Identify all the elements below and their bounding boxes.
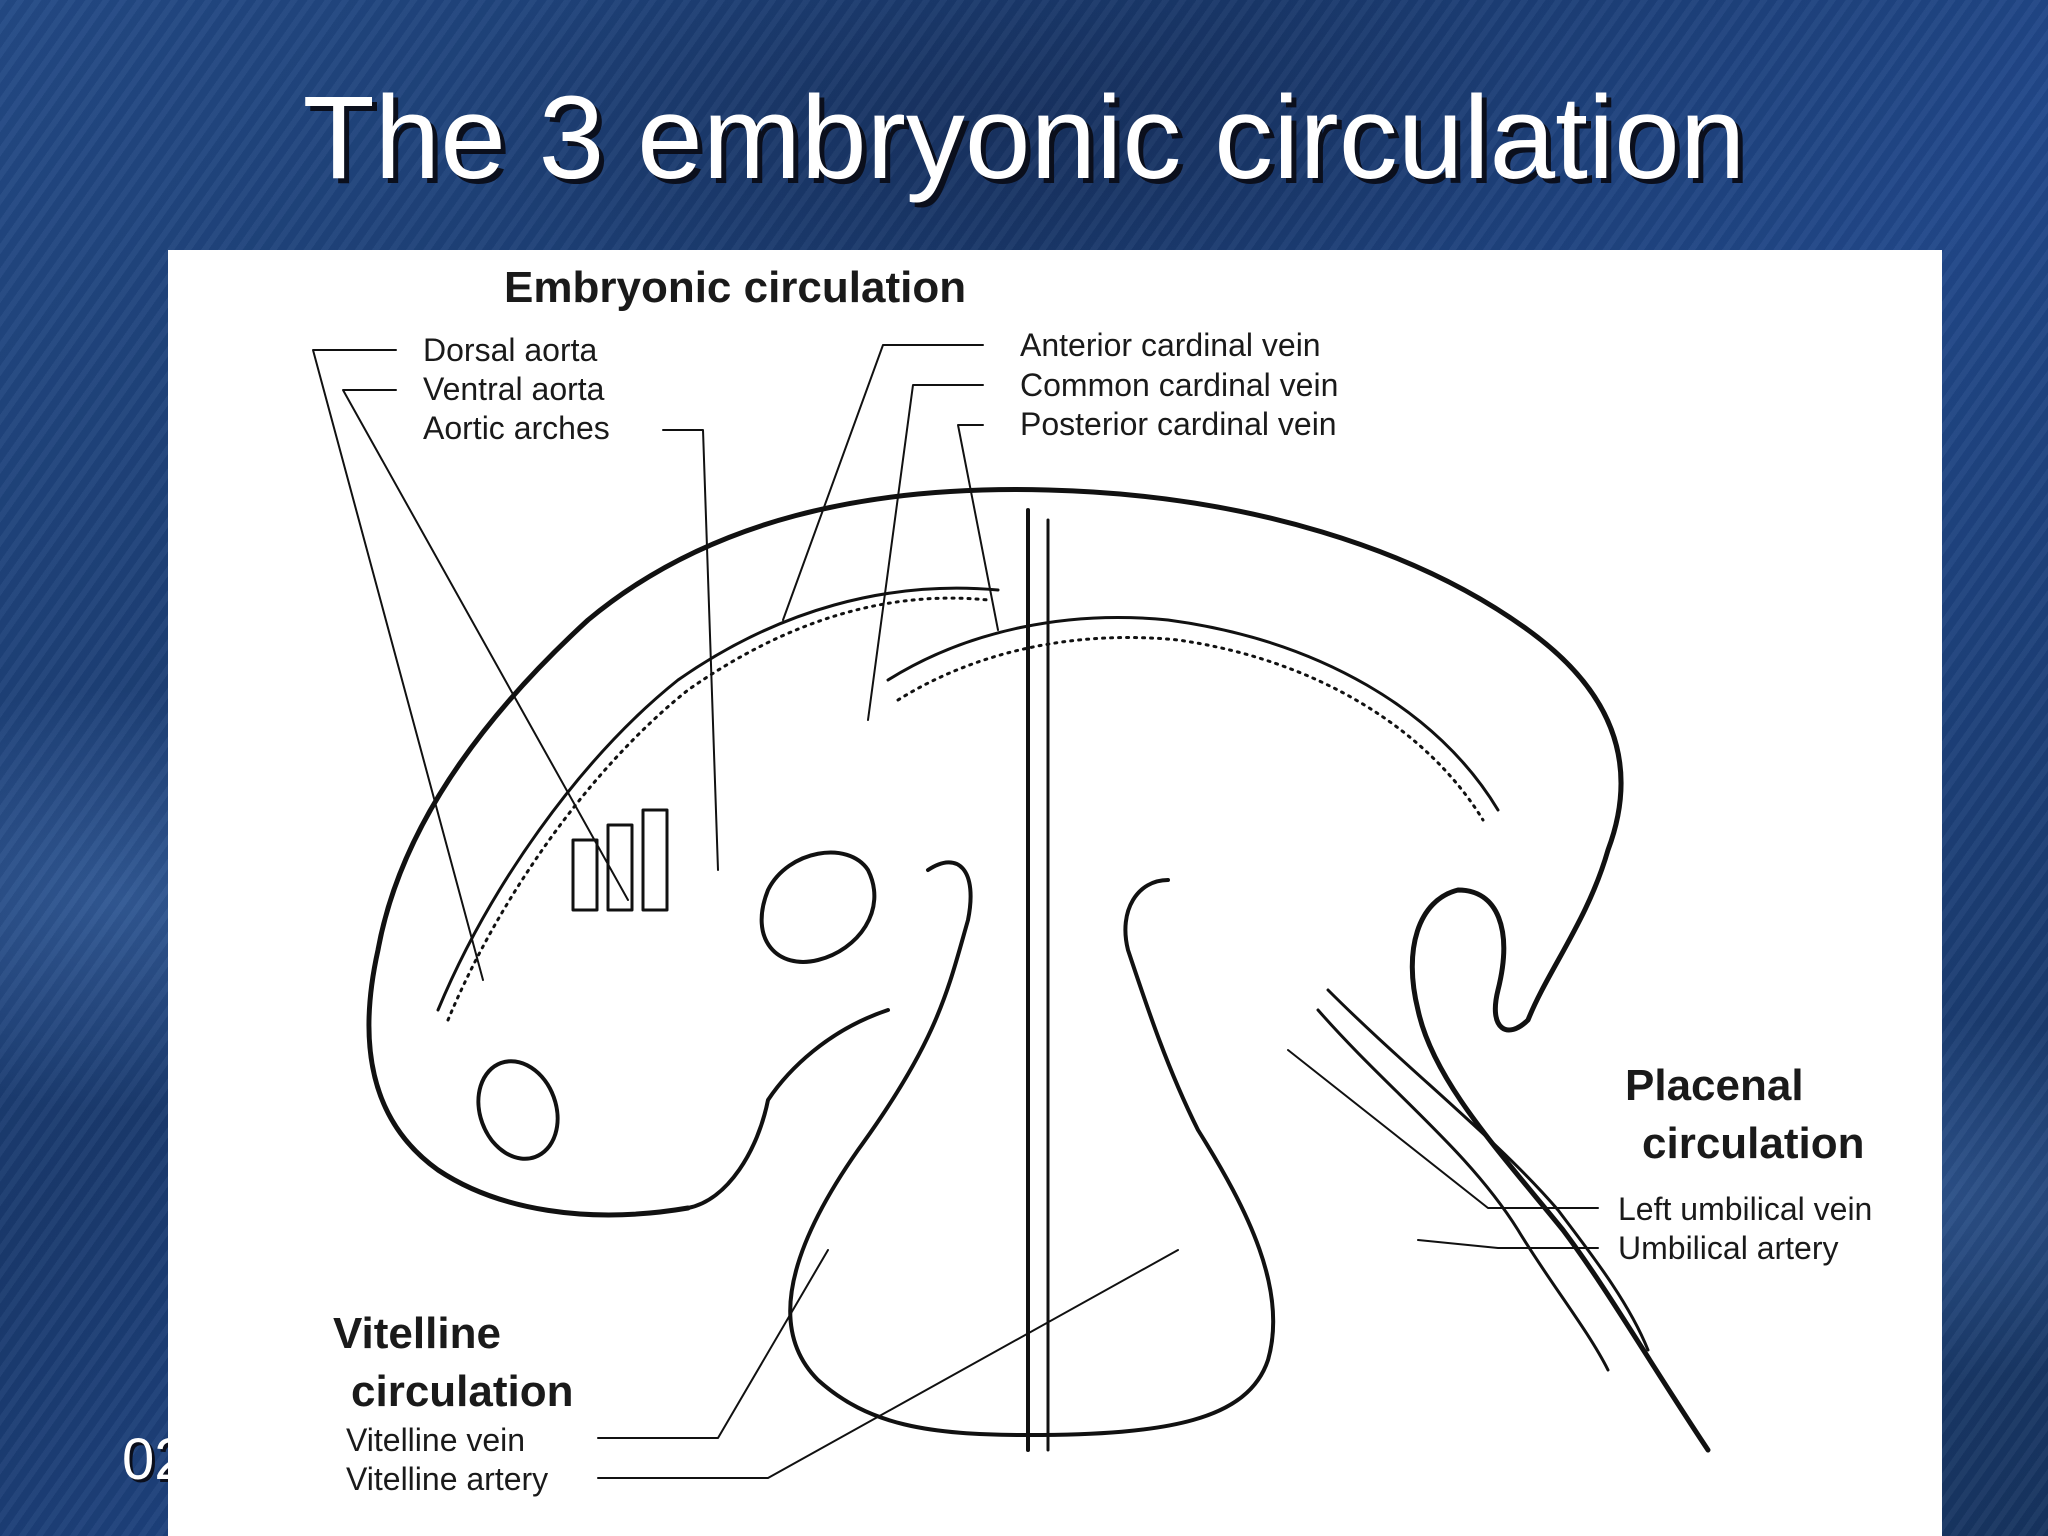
leader-anterior-cardinal — [782, 344, 984, 621]
label-posterior-cardinal-vein: Posterior cardinal vein — [1020, 406, 1337, 442]
leader-common-cardinal — [867, 384, 984, 721]
heading-placental-line1: Placenal — [1625, 1061, 1804, 1110]
umbilical-vein-vessel — [1316, 1008, 1610, 1372]
label-common-cardinal-vein: Common cardinal vein — [1020, 367, 1338, 403]
embryo-eye — [476, 1059, 560, 1161]
label-dorsal-aorta: Dorsal aorta — [423, 332, 598, 368]
dorsal-aorta-vessel — [446, 596, 990, 1022]
leader-umbilical-artery — [1417, 1239, 1599, 1249]
label-anterior-cardinal-vein: Anterior cardinal vein — [1020, 327, 1321, 363]
heading-placental-line2: circulation — [1642, 1119, 1865, 1168]
embryo-head-lower — [686, 1008, 890, 1210]
aortic-arch-2 — [606, 823, 634, 912]
label-vitelline-artery: Vitelline artery — [346, 1461, 548, 1497]
cardinal-vein-band-2 — [896, 636, 1485, 822]
label-umbilical-artery: Umbilical artery — [1618, 1230, 1838, 1266]
leader-ventral-aorta — [342, 389, 629, 901]
leader-dorsal-aorta — [312, 349, 484, 981]
embryo-body-outline — [366, 487, 1711, 1453]
heart-shape — [759, 850, 877, 964]
heading-embryonic-circulation: Embryonic circulation — [504, 263, 966, 312]
leader-left-umbilical-vein — [1287, 1049, 1599, 1209]
leader-vitelline-vein — [597, 1249, 829, 1439]
circulation-diagram: Embryonic circulation Dorsal aorta Ventr… — [312, 263, 1872, 1497]
heading-vitelline-line1: Vitelline — [333, 1309, 501, 1358]
leader-aortic-arches — [662, 429, 719, 871]
leader-vitelline-artery — [597, 1249, 1179, 1479]
cardinal-vein-band — [886, 616, 1500, 812]
heading-vitelline-line2: circulation — [351, 1367, 574, 1416]
umbilical-artery-vessel — [1326, 988, 1650, 1352]
dorsal-aorta-outer — [436, 586, 1000, 1012]
leader-posterior-cardinal — [957, 424, 999, 631]
aortic-arch-3 — [641, 808, 669, 912]
aortic-arch-1 — [571, 838, 599, 912]
label-ventral-aorta: Ventral aorta — [423, 371, 605, 407]
diagram-panel: Embryonic circulation Dorsal aorta Ventr… — [168, 250, 1942, 1536]
label-vitelline-vein: Vitelline vein — [346, 1422, 525, 1458]
slide-title: The 3 embryonic circulation — [302, 72, 1746, 204]
label-aortic-arches: Aortic arches — [423, 410, 610, 446]
yolk-sac-outline — [788, 860, 1276, 1437]
label-left-umbilical-vein: Left umbilical vein — [1618, 1191, 1872, 1227]
